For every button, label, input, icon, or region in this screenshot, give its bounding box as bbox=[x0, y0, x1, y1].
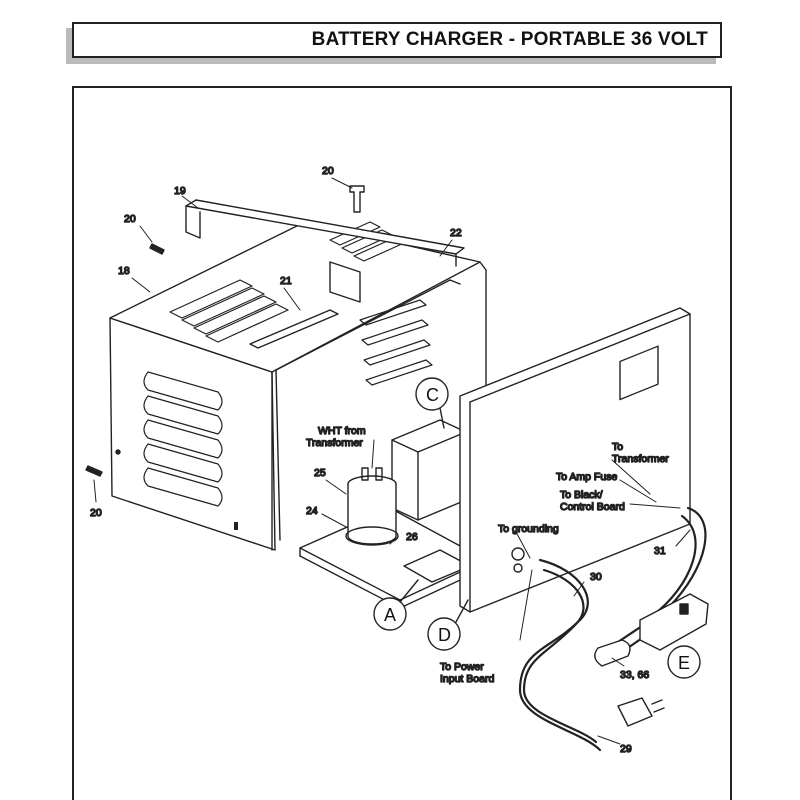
part-number-29: 29 bbox=[620, 743, 632, 755]
callout-c-label: C bbox=[426, 385, 439, 405]
diagram-frame bbox=[72, 86, 732, 800]
page-title: BATTERY CHARGER - PORTABLE 36 VOLT bbox=[311, 29, 708, 50]
part-number-31: 31 bbox=[654, 545, 666, 557]
callout-c: C bbox=[415, 377, 449, 429]
title-bar: BATTERY CHARGER - PORTABLE 36 VOLT bbox=[72, 22, 722, 58]
note-wht-line2: Transformer bbox=[306, 437, 363, 449]
part-number-20-bottom: 20 bbox=[90, 507, 102, 519]
side-panel bbox=[459, 307, 691, 613]
screws bbox=[85, 185, 365, 477]
capacitor bbox=[345, 467, 399, 546]
part-number-20-top: 20 bbox=[322, 165, 334, 177]
part-number-22: 22 bbox=[450, 227, 462, 239]
callout-a: A bbox=[373, 579, 419, 631]
part-number-33-66: 33, 66 bbox=[620, 669, 649, 681]
part-number-20-left: 20 bbox=[124, 213, 136, 225]
note-to-black-line1: To Black/ bbox=[560, 489, 603, 501]
note-to-amp-fuse: To Amp Fuse bbox=[556, 471, 617, 483]
part-number-25: 25 bbox=[314, 467, 326, 479]
part-number-21: 21 bbox=[280, 275, 292, 287]
fuse-holder bbox=[594, 593, 709, 667]
note-to-transformer-line1: To bbox=[612, 441, 623, 453]
plug bbox=[617, 697, 665, 727]
note-to-transformer-line2: Transformer bbox=[612, 453, 669, 465]
callout-e-label: E bbox=[678, 653, 690, 673]
handle-bracket bbox=[185, 199, 465, 303]
leader-lines bbox=[93, 177, 691, 745]
part-number-18: 18 bbox=[118, 265, 130, 277]
note-to-power-line1: To Power bbox=[440, 661, 484, 673]
part-number-19: 19 bbox=[174, 185, 186, 197]
note-to-grounding: To grounding bbox=[498, 523, 559, 535]
callout-e: E bbox=[667, 645, 701, 679]
callout-a-label: A bbox=[384, 605, 396, 625]
callout-d-label: D bbox=[438, 625, 451, 645]
base-plate bbox=[299, 419, 487, 609]
note-to-black-line2: Control Board bbox=[560, 501, 625, 513]
note-wht-line1: WHT from bbox=[318, 425, 366, 437]
callout-d: D bbox=[427, 599, 469, 651]
part-number-30: 30 bbox=[590, 571, 602, 583]
note-to-power-line2: Input Board bbox=[440, 673, 494, 685]
part-number-24: 24 bbox=[306, 505, 318, 517]
part-number-26: 26 bbox=[406, 531, 418, 543]
